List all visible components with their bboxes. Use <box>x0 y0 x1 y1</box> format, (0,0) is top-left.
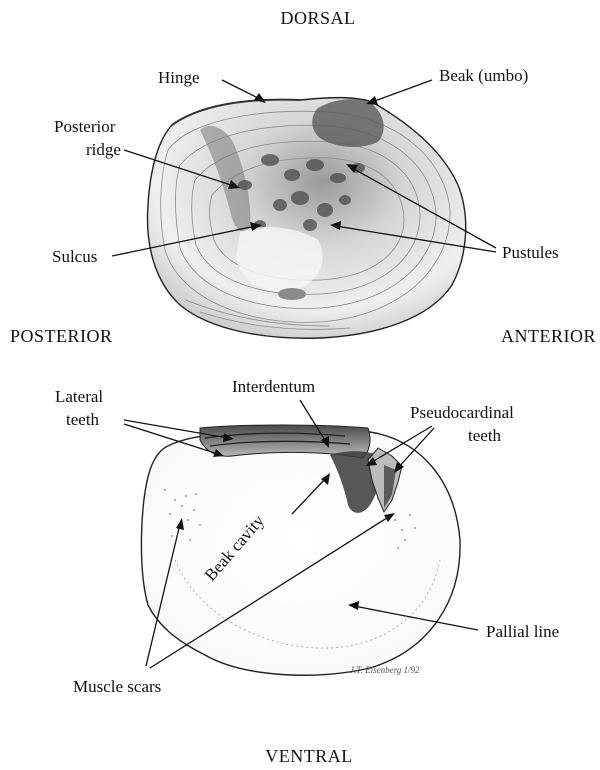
shell-exterior-view <box>147 98 465 339</box>
beak-label: Beak (umbo) <box>439 66 528 85</box>
posterior-ridge-label-1: Posterior <box>54 117 116 136</box>
ventral-mark <box>278 288 306 300</box>
exterior-shell-outline <box>147 98 465 339</box>
pseudocardinal-label-1: Pseudocardinal <box>410 403 514 422</box>
shell-interior-view: J.T. Eisenberg 1/92 <box>141 425 460 675</box>
posterior-label: POSTERIOR <box>10 326 113 346</box>
interdentum-label: Interdentum <box>232 377 315 396</box>
posterior-ridge-label-2: ridge <box>86 140 121 159</box>
pallial-line-label: Pallial line <box>486 622 559 641</box>
interior-shell-outline <box>141 429 460 675</box>
beak-leader <box>372 80 432 102</box>
hinge-leader <box>222 80 262 100</box>
dorsal-label: DORSAL <box>280 8 355 28</box>
ventral-label: VENTRAL <box>265 746 353 766</box>
beak-umbo <box>312 99 383 147</box>
lateral-teeth-label-2: teeth <box>66 410 100 429</box>
artist-signature: J.T. Eisenberg 1/92 <box>350 665 420 675</box>
pseudocardinal-label-2: teeth <box>468 426 502 445</box>
pustules-label: Pustules <box>502 243 559 262</box>
sulcus-label: Sulcus <box>52 247 97 266</box>
anterior-label: ANTERIOR <box>501 326 596 346</box>
hinge-label: Hinge <box>158 68 200 87</box>
lateral-teeth-label-1: Lateral <box>55 387 103 406</box>
muscle-scars-label: Muscle scars <box>73 677 161 696</box>
